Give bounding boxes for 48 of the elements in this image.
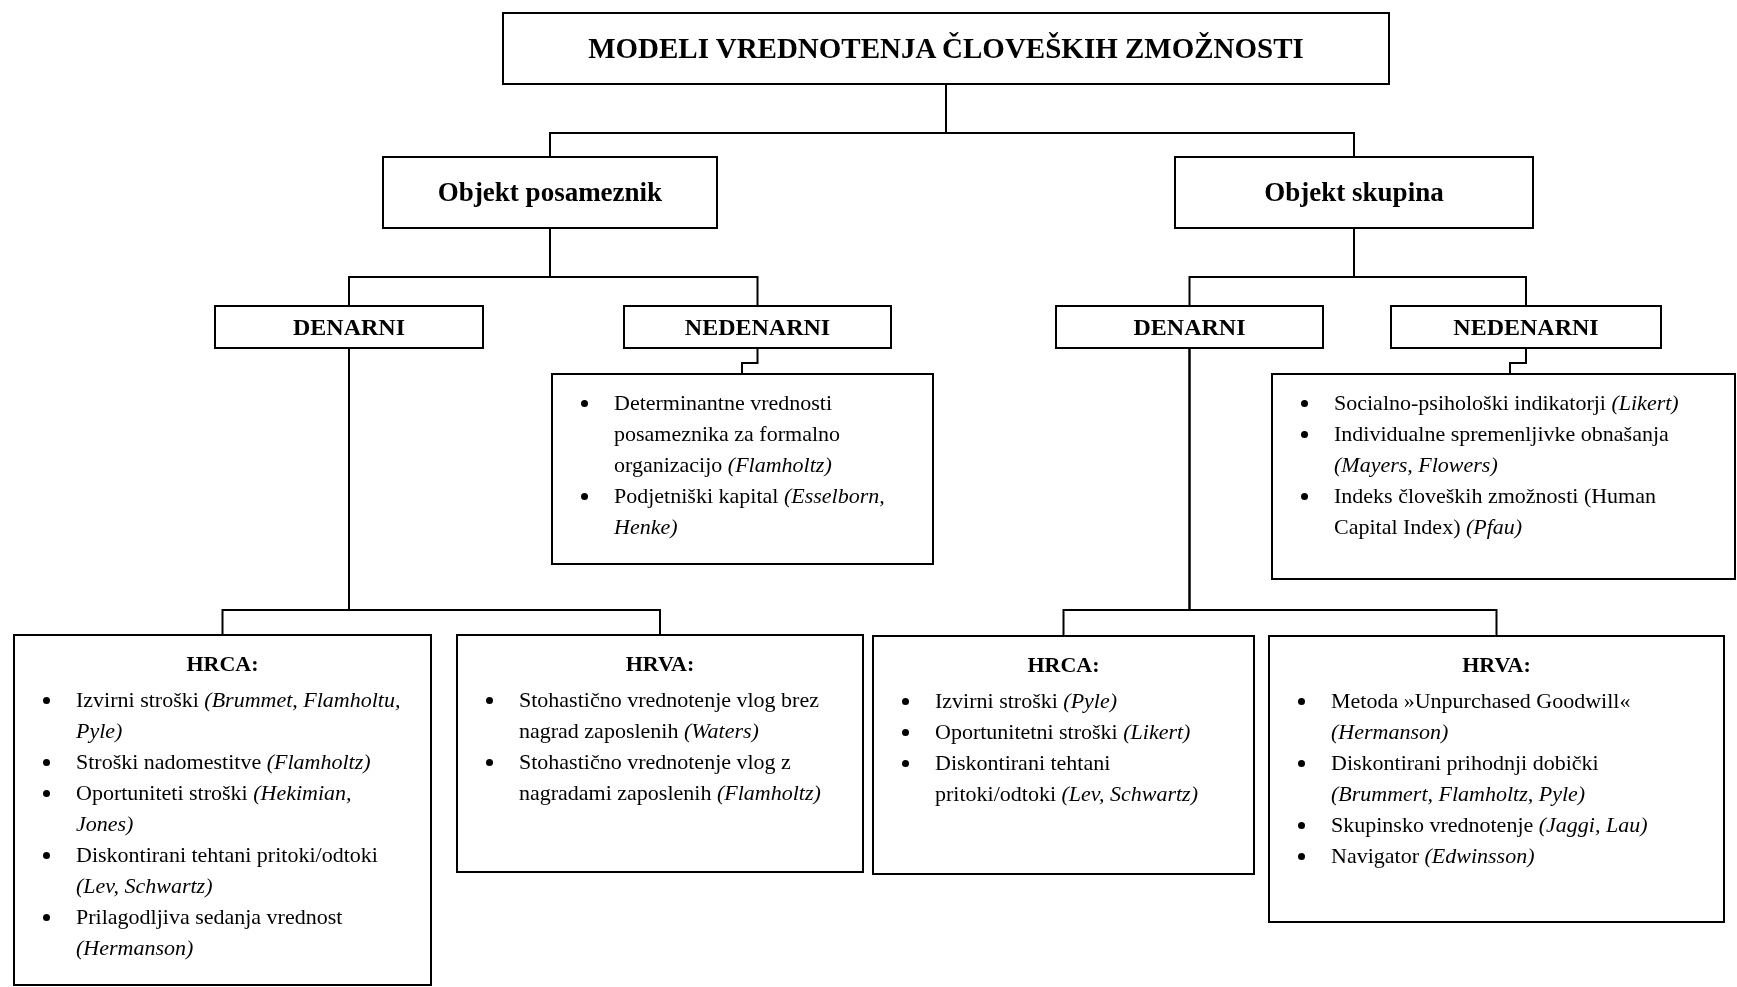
list-item: Stohastično vrednotenje vlog brez nagrad zaposlenih (Waters)	[519, 686, 820, 745]
box-heading: HRVA:	[624, 650, 696, 678]
list-item: Diskontirani prihodnji dobički (Brummert, Flamholtz, Pyle)	[1331, 749, 1600, 808]
box-label: DENARNI	[293, 313, 405, 342]
list-item: Diskontirani tehtani pritoki/odtoki (Lev, Schwartz)	[935, 749, 1199, 808]
list-item: Izvirni stroški (Brummet, Flamholtu, Pyle)	[76, 686, 402, 745]
list-item: Stohastično vrednotenje vlog z nagradami zaposlenih (Flamholtz)	[519, 748, 822, 807]
category-box	[1390, 305, 1662, 349]
list-box	[1268, 635, 1725, 923]
list-item: Individualne spremenljivke obnašanja (Mayers, Flowers)	[1334, 420, 1670, 479]
list-item: Izvirni stroški (Pyle)	[935, 687, 1118, 715]
list-item: Prilagodljiva sedanja vrednost (Hermanson)	[76, 903, 344, 962]
category-box	[1055, 305, 1324, 349]
category-box	[382, 156, 718, 229]
category-box	[1174, 156, 1534, 229]
list-box	[872, 635, 1255, 875]
category-box	[214, 305, 484, 349]
box-label: DENARNI	[1133, 313, 1246, 342]
list-item: Indeks človeških zmožnosti (Human Capital Index) (Pfau)	[1334, 482, 1657, 541]
list-box	[13, 634, 432, 986]
connector-line	[1188, 348, 1498, 636]
list-item: Podjetniški kapital (Esselborn, Henke)	[614, 482, 886, 541]
list-box	[456, 634, 864, 873]
category-box	[623, 305, 892, 349]
list-box	[1271, 373, 1736, 580]
list-item: Stroški nadomestitve (Flamholtz)	[76, 748, 371, 776]
list-item: Skupinsko vrednotenje (Jaggi, Lau)	[1331, 811, 1648, 839]
box-label: MODELI VREDNOTENJA ČLOVEŠKIH ZMOŽNOSTI	[588, 31, 1304, 67]
box-label: Objekt skupina	[1264, 175, 1444, 209]
connector-line	[741, 348, 759, 374]
list-item: Navigator (Edwinsson)	[1331, 842, 1535, 870]
list-item: Oportunitetni stroški (Likert)	[935, 718, 1191, 746]
list-item: Metoda »Unpurchased Goodwill« (Hermanson)	[1331, 687, 1632, 746]
connector-line	[549, 228, 759, 306]
list-item: Socialno-psihološki indikatorji (Likert)	[1334, 389, 1679, 417]
connector-line	[1353, 228, 1527, 306]
box-label: Objekt posameznik	[437, 175, 663, 209]
list-item: Oportuniteti stroški (Hekimian, Jones)	[76, 779, 353, 838]
list-item: Determinantne vrednosti posameznika za formalno organizacijo (Flamholtz)	[614, 389, 841, 479]
box-heading: HRVA:	[1461, 651, 1532, 679]
title-box	[502, 12, 1390, 85]
box-label: NEDENARNI	[1453, 313, 1599, 342]
box-heading: HRCA:	[185, 650, 260, 678]
list-box	[551, 373, 934, 565]
connector-line	[1509, 348, 1527, 374]
box-label: NEDENARNI	[684, 313, 831, 342]
box-heading: HRCA:	[1026, 651, 1101, 679]
list-item: Diskontirani tehtani pritoki/odtoki (Lev, Schwartz)	[76, 841, 379, 900]
